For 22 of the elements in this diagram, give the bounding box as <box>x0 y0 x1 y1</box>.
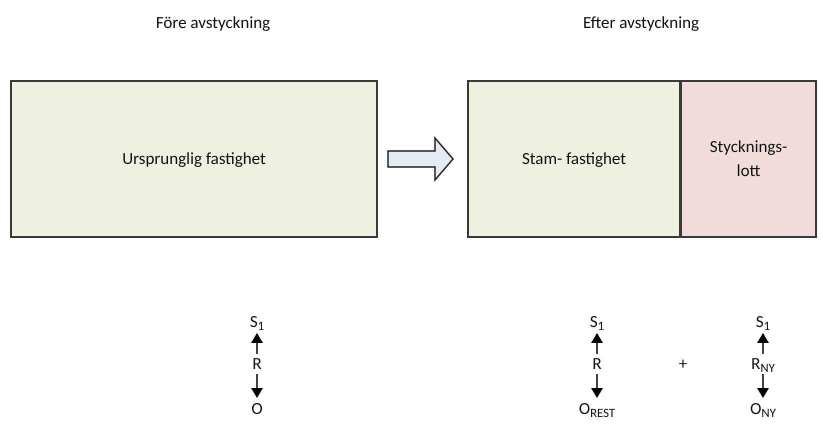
arrow <box>591 374 603 398</box>
block-arrow <box>387 136 454 182</box>
symbol-label: R <box>567 352 627 376</box>
symbol-label: S$_{1}$ <box>227 310 287 334</box>
symbol-label: O$_{NY}$ <box>733 397 793 421</box>
parcel-box: Stycknings- lott <box>680 80 817 238</box>
symbol-label: S$_{1}$ <box>567 310 627 334</box>
symbol-label: S$_{1}$ <box>733 310 793 334</box>
arrow <box>591 333 603 354</box>
parcel-box: Stam- fastighet <box>467 80 681 238</box>
symbol-label: O$_{REST}$ <box>567 397 627 421</box>
arrow <box>251 333 263 354</box>
parcel-box: Ursprunglig fastighet <box>10 80 378 238</box>
symbol-label: O <box>227 397 287 421</box>
heading: Före avstyckning <box>156 12 270 34</box>
plus-sign: + <box>678 353 688 375</box>
heading: Efter avstyckning <box>582 12 700 34</box>
arrow <box>757 333 769 354</box>
symbol-label: R <box>227 352 287 376</box>
arrow <box>251 374 263 398</box>
symbol-label: R$_{NY}$ <box>733 352 793 376</box>
arrow <box>757 374 769 398</box>
